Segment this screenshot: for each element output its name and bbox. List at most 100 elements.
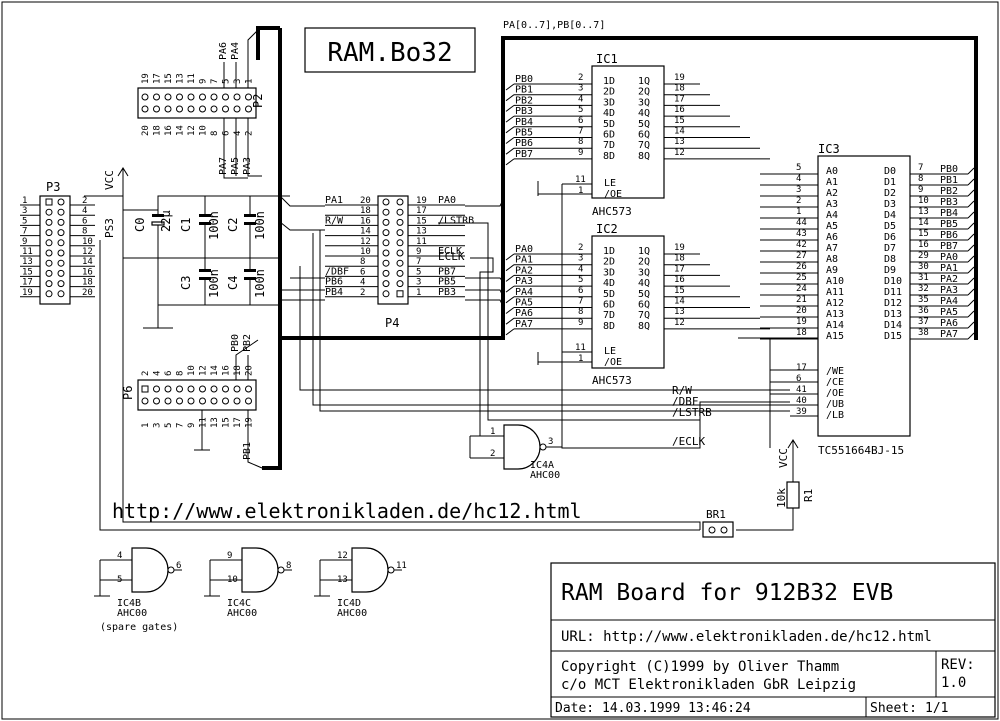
ic3-d-pin: D11 [884, 287, 902, 298]
ic3-d-net: PB2 [940, 186, 958, 197]
ic1-d-pin: 4D [603, 108, 615, 119]
ic1-d-pin: 6D [603, 130, 615, 141]
title-block-rev-value: 1.0 [941, 675, 966, 691]
ic3-d-num: 32 [918, 284, 929, 294]
p2-pin [245, 105, 252, 113]
ic3-d-pin: D0 [884, 166, 896, 177]
p6-ref: P6 [121, 386, 135, 400]
p6-pin-number: 19 [245, 417, 255, 428]
ic2-out-num: 14 [674, 297, 685, 307]
p3-pin-number: 17 [22, 278, 33, 288]
p2-pin [210, 93, 218, 101]
ic1-q-pin: 6Q [638, 130, 650, 141]
p2-signal-pa6: PA6 [218, 42, 229, 60]
ic1-bus-entry [505, 115, 515, 123]
ic2-in-net: PA2 [515, 265, 533, 276]
title-block-sheet-value: 1/1 [925, 701, 948, 716]
p3-pin [45, 269, 53, 277]
ic3-d-num: 30 [918, 262, 929, 272]
p2-pin [199, 93, 206, 101]
ic3-a-pin: A15 [826, 331, 844, 342]
ic2-q-pin: 1Q [638, 246, 650, 257]
p6-pin-number: 17 [233, 417, 243, 428]
p6-pin-number: 14 [210, 365, 220, 376]
board-title-box [304, 27, 476, 73]
p3-pin [57, 259, 65, 267]
p6-pin [153, 397, 160, 405]
p6-pin [245, 397, 252, 405]
ic2-in-num: 5 [578, 275, 583, 285]
ic3-d-pin: D2 [884, 188, 896, 199]
ic2-q-pin: 8Q [638, 321, 650, 332]
p2-pin [164, 93, 172, 101]
r1-value: 10k [775, 488, 788, 508]
p3-pin-number: 3 [22, 206, 27, 216]
bus-p2-left [256, 26, 282, 470]
p3-pin-number: 8 [82, 227, 87, 237]
p6-pin [222, 397, 229, 405]
ic2-out-num: 16 [674, 275, 685, 285]
ic3-a-pin: A4 [826, 210, 838, 221]
title-block: RAM Board for 912B32 EVB URL: http://www… [550, 562, 996, 718]
ic3-bus-entry [967, 310, 975, 318]
ic1-in-num: 8 [578, 137, 583, 147]
ic3-d-pin: D5 [884, 221, 896, 232]
p4-pin [382, 198, 390, 206]
ic4a-in1: 1 [490, 427, 495, 437]
spare-gate-in-num: 13 [337, 575, 348, 585]
p4-pin-number: 10 [360, 247, 371, 257]
p2-pin [141, 105, 149, 113]
p4-signal: /LSTRB [438, 215, 474, 226]
p6-pin-number: 10 [187, 365, 197, 376]
p2-pin-number: 14 [176, 125, 186, 136]
ic3-a-num: 3 [796, 185, 801, 195]
ic1-bus-entry [505, 158, 515, 166]
p2-pin-number: 3 [233, 79, 243, 84]
p6-pin-number: 16 [222, 365, 232, 376]
ic1-q-pin: 7Q [638, 140, 650, 151]
p4-pin-number: 14 [360, 227, 371, 237]
p4-signal: PA1 [325, 195, 343, 206]
p4-pin [382, 249, 390, 257]
ic1-in-net: PB6 [515, 138, 533, 149]
p2-pin [210, 105, 218, 113]
p2-pin-number: 7 [210, 79, 220, 84]
ic1-q-pin: 8Q [638, 151, 650, 162]
ic3-d-num: 31 [918, 273, 929, 283]
ic3-d-net: PB1 [940, 175, 958, 186]
p6-pin [187, 385, 195, 393]
ic2-in-num: 7 [578, 297, 583, 307]
ic2-in-num: 4 [578, 264, 583, 274]
p4-pin [396, 269, 404, 277]
p4-signal: ECLK [438, 246, 462, 257]
ic2-bus-entry [505, 253, 515, 261]
board-title: RAM.Bo32 [327, 38, 452, 68]
data-bus-main [280, 36, 978, 340]
spare-gate-ref: IC4B [117, 598, 141, 609]
r1-vcc-label: VCC [777, 448, 790, 468]
p3-pin [57, 249, 65, 257]
p2-pin [176, 105, 183, 113]
p4-pin-number: 5 [416, 267, 421, 277]
ic3-d-num: 29 [918, 251, 929, 261]
ic3-a-num: 2 [796, 196, 801, 206]
p6-pin [245, 385, 252, 393]
ic1-bus-entry [505, 105, 515, 112]
ic3-a-num: 27 [796, 251, 807, 261]
spare-gate-in-num: 10 [227, 575, 238, 585]
p3-pin-number: 9 [22, 237, 27, 247]
p3-pin [57, 218, 65, 226]
ic1-in-net: PB5 [515, 128, 533, 139]
ic3-d-pin: D12 [884, 298, 902, 309]
p4-pin-number: 8 [360, 257, 365, 267]
p2-pin [153, 93, 160, 101]
ic2-in-num: 2 [578, 243, 583, 253]
ic2-in-num: 3 [578, 254, 583, 264]
title-block-sheet-label: Sheet: [870, 701, 917, 716]
ic3-d-pin: D7 [884, 243, 896, 254]
p4-signal: PB5 [438, 277, 456, 288]
p2-pin-number: 16 [164, 125, 174, 136]
p4-signal: PB3 [438, 287, 456, 298]
